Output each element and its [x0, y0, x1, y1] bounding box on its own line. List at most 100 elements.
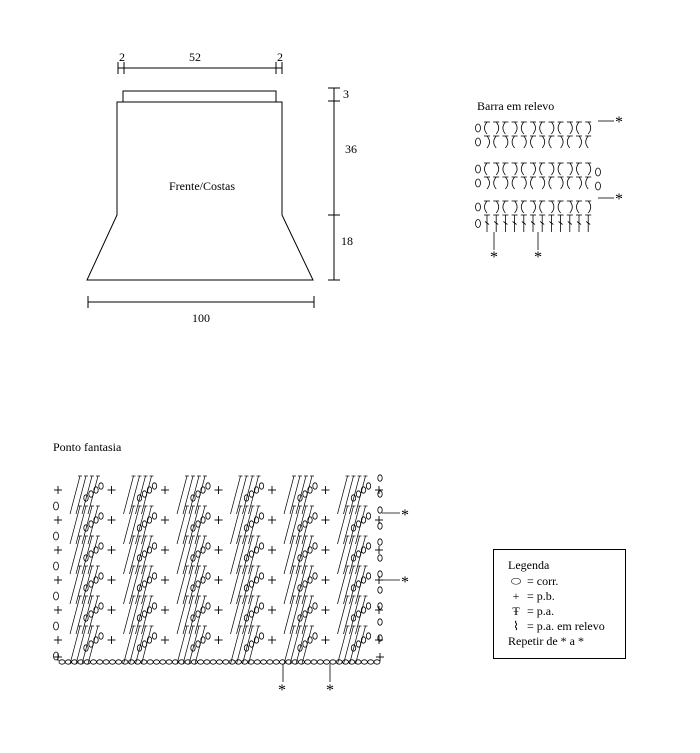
chain-stitch — [83, 644, 89, 652]
chain-stitch — [291, 659, 299, 665]
chain-stitch — [475, 202, 481, 212]
relief-stitch — [502, 121, 506, 135]
legend-item-chain: ⬭ = corr. — [508, 574, 559, 589]
chain-stitch — [93, 546, 99, 554]
chain-stitch — [88, 520, 94, 528]
chain-stitch — [141, 550, 148, 558]
diagonal-stitch — [230, 625, 241, 665]
ponto-repeat-mark-4: * — [326, 682, 334, 699]
chain-stitch — [302, 550, 308, 558]
dim-right-top: 3 — [343, 87, 349, 101]
chain-stitch — [83, 614, 89, 622]
chain-stitch — [90, 659, 97, 665]
chain-stitch — [307, 486, 313, 494]
chain-stitch — [307, 606, 313, 614]
chain-stitch — [115, 659, 123, 665]
chain-stitch — [200, 486, 206, 494]
chain-stitch — [365, 632, 372, 640]
stitch-bar — [585, 221, 591, 225]
chain-stitch — [141, 490, 148, 498]
chain-stitch — [377, 554, 383, 562]
chain-stitch — [200, 636, 206, 644]
chain-stitch — [360, 606, 367, 614]
diagonal-stitch — [69, 505, 81, 545]
chain-stitch — [312, 602, 318, 610]
diagonal-stitch — [236, 595, 247, 635]
chain-stitch — [146, 606, 153, 614]
ponto-chart: Ponto fantasia * * * * — [53, 440, 409, 699]
chain-stitch — [83, 584, 89, 592]
chain-stitch — [136, 524, 143, 532]
relief-stitch — [539, 200, 543, 214]
barra-repeat-mark-3: * — [490, 249, 498, 266]
stitch-bar — [503, 221, 508, 225]
chain-stitch — [190, 614, 196, 622]
diagonal-stitch — [123, 535, 134, 575]
legend-item-text: = p.a. em relevo — [527, 619, 605, 633]
relief-stitch — [557, 121, 561, 135]
ponto-repeat-mark-2: * — [401, 574, 409, 591]
chain-stitch — [377, 474, 383, 482]
diagonal-stitch — [230, 565, 241, 605]
chain-symbol-icon: ⬭ — [510, 574, 522, 588]
chain-stitch — [151, 602, 158, 610]
chain-stitch — [200, 576, 206, 584]
chain-stitch — [360, 636, 367, 644]
relief-stitch — [484, 162, 488, 176]
relief-stitch — [486, 135, 490, 149]
diagonal-stitch — [182, 625, 194, 665]
chain-stitch — [350, 584, 357, 592]
chain-stitch — [248, 580, 255, 588]
chain-stitch — [53, 561, 59, 571]
chain-stitch — [190, 644, 196, 652]
chain-stitch — [136, 644, 143, 652]
relief-stitch — [557, 200, 561, 214]
diagonal-stitch — [283, 505, 295, 545]
chain-stitch — [205, 602, 211, 610]
chain-stitch — [329, 659, 337, 665]
relief-stitch — [569, 200, 573, 214]
diagonal-stitch — [236, 565, 247, 605]
ponto-stitches — [53, 474, 384, 665]
chain-stitch — [141, 580, 148, 588]
relief-stitch — [587, 162, 592, 176]
chain-stitch — [98, 482, 104, 490]
chain-stitch — [190, 494, 196, 502]
chain-stitch — [134, 659, 142, 665]
diagonal-stitch — [182, 505, 194, 545]
schematic-label: Frente/Costas — [169, 179, 235, 193]
body-outline — [86, 101, 314, 281]
chain-stitch — [83, 524, 89, 532]
relief-stitch — [493, 176, 497, 190]
chain-stitch — [248, 490, 255, 498]
chain-stitch — [200, 546, 206, 554]
diagonal-stitch — [283, 535, 295, 575]
chain-stitch — [302, 640, 308, 648]
diagonal-stitch — [289, 505, 301, 545]
diagonal-stitch — [337, 505, 348, 545]
stitch-bar — [576, 221, 582, 225]
chain-stitch — [302, 610, 308, 618]
relief-stitch — [585, 135, 589, 149]
chain-stitch — [228, 659, 236, 665]
chain-stitch — [355, 580, 362, 588]
chain-stitch — [243, 644, 250, 652]
stitch-bar — [484, 221, 490, 225]
relief-stitch — [576, 121, 580, 135]
chain-stitch — [203, 659, 211, 665]
relief-stitch — [576, 200, 580, 214]
relief-stitch — [576, 162, 580, 176]
chain-stitch — [102, 659, 110, 665]
chain-stitch — [98, 632, 104, 640]
chain-stitch — [595, 181, 601, 191]
relief-stitch — [511, 135, 515, 149]
chain-stitch — [98, 542, 104, 550]
diagonal-stitch — [236, 535, 247, 575]
diagonal-stitch — [343, 595, 354, 635]
chain-stitch — [285, 659, 293, 665]
diagonal-stitch — [182, 565, 194, 605]
relief-stitch — [502, 200, 506, 214]
diagonal-stitch — [343, 475, 354, 515]
chain-stitch — [146, 636, 153, 644]
chain-stitch — [184, 659, 192, 665]
